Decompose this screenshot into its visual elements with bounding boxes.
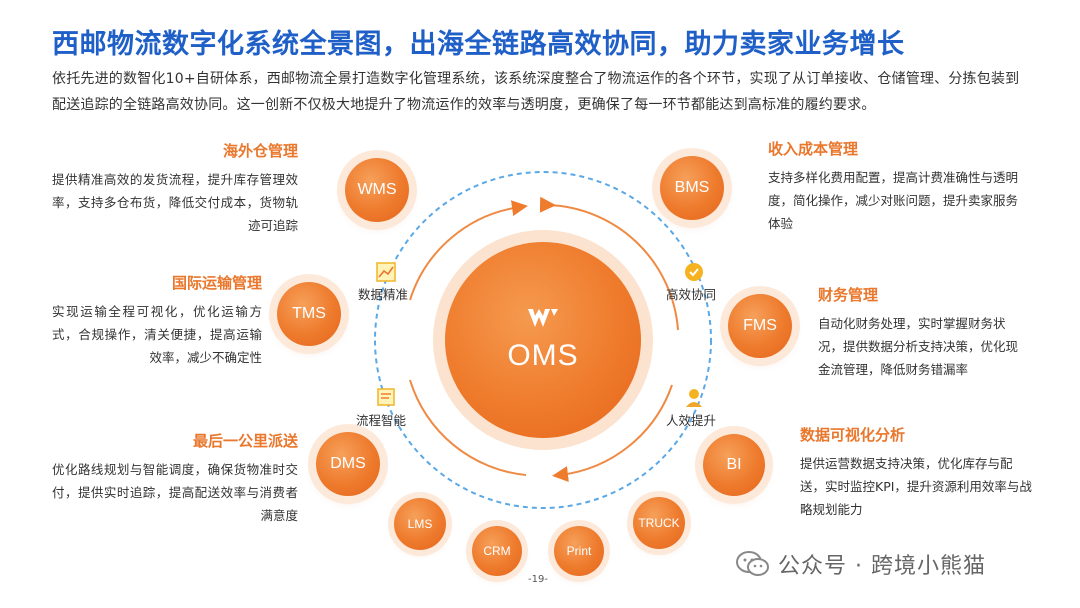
block-title: 国际运输管理 [171,274,262,292]
module-truck: TRUCK [633,497,685,549]
orange-arc-top-left [409,200,528,301]
block-data-visual: 数据可视化分析 提供运营数据支持决策，优化库存与配送，实时监控KPI，提升资源利… [800,424,1036,521]
dashed-blue-ring [374,171,712,509]
page-number: -19- [528,574,548,585]
block-title: 财务管理 [818,286,879,304]
block-desc: 提供精准高效的发货流程，提升库存管理效率，支持多仓布货，降低交付成本，货物轨迹可… [52,172,298,233]
orange-arc-bottom-right [552,384,673,483]
wechat-icon [736,551,769,576]
block-title: 海外仓管理 [222,142,298,160]
block-overseas-warehouse: 海外仓管理 提供精准高效的发货流程，提升库存管理效率，支持多仓布货，降低交付成本… [52,140,298,237]
oms-label: OMS [507,339,579,372]
oms-core: OMS [433,230,653,450]
label-process-smart: 流程智能 [356,413,407,428]
block-intl-transport: 国际运输管理 实现运输全程可视化，优化运输方式，合规操作，清关便捷，提高运输效率… [52,272,262,369]
page-title: 西邮物流数字化系统全景图，出海全链路高效协同，助力卖家业务增长 [52,29,905,60]
module-tms: TMS [277,282,341,346]
block-revenue-cost: 收入成本管理 支持多样化费用配置，提高计费准确性与透明度，简化操作，减少对账问题… [768,138,1018,235]
module-wms: WMS [345,158,409,222]
block-last-mile: 最后一公里派送 优化路线规划与智能调度，确保货物准时交付，提供实时追踪，提高配送… [52,430,298,527]
module-print: Print [554,526,604,576]
intro-paragraph: 依托先进的数智化10+自研体系，西邮物流全景打造数字化管理系统，该系统深度整合了… [52,71,1020,113]
block-finance: 财务管理 自动化财务处理，实时掌握财务状况，提供数据分析支持决策，优化现金流管理… [818,284,1030,381]
sync-icon [685,263,703,281]
block-title: 最后一公里派送 [192,432,298,450]
block-desc: 实现运输全程可视化，优化运输方式，合规操作，清关便捷，提高运输效率，减少不确定性 [52,304,262,365]
person-icon [686,389,702,407]
orange-arc-top-right [539,196,679,331]
block-desc: 支持多样化费用配置，提高计费准确性与透明度，简化操作，减少对账问题，提升卖家服务… [768,170,1019,231]
module-fms: FMS [728,294,792,358]
module-lms: LMS [394,498,446,550]
module-dms: DMS [316,432,380,496]
orange-arc-bottom-left [409,379,527,476]
label-efficient-coop: 高效协同 [666,287,717,302]
module-crm: CRM [472,526,522,576]
block-desc: 优化路线规划与智能调度，确保货物准时交付，提供实时追踪，提高配送效率与消费者满意… [52,462,298,523]
watermark: 公众号 · 跨境小熊猫 [736,548,986,580]
brand-logo-icon [528,309,558,327]
block-desc: 提供运营数据支持决策，优化库存与配送，实时监控KPI，提升资源利用效率与战略规划… [800,456,1032,517]
oms-core-inner: OMS [445,242,641,438]
block-desc: 自动化财务处理，实时掌握财务状况，提供数据分析支持决策，优化现金流管理，降低财务… [818,316,1019,377]
label-data-accurate: 数据精准 [358,287,409,302]
chart-icon [376,262,396,282]
module-bms: BMS [660,156,724,220]
process-doc-icon [377,388,395,406]
label-human-efficiency: 人效提升 [666,413,717,428]
watermark-text: 公众号 · 跨境小熊猫 [778,554,986,579]
block-title: 数据可视化分析 [800,426,906,444]
block-title: 收入成本管理 [768,140,859,158]
module-bi: BI [703,434,765,496]
